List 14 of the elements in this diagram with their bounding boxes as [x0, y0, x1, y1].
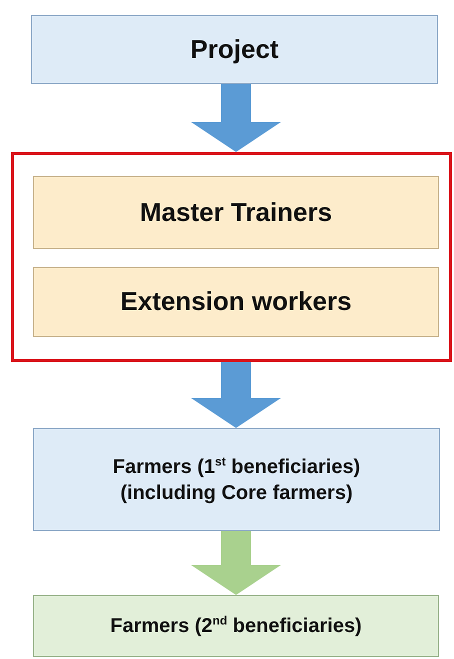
process-box: [33, 267, 439, 337]
node-label: Farmers (2$^{nd}$ beneficiaries): [110, 613, 362, 639]
node-label: Master Trainers: [140, 196, 332, 229]
block-arrow: [191, 531, 281, 595]
process-box: [33, 595, 439, 657]
process-box: [31, 15, 438, 84]
node-label: Farmers (1$^{st}$ beneficiaries) (including Core farmers): [112, 454, 362, 506]
node-label: Extension workers: [120, 285, 352, 318]
process-box: [33, 176, 439, 249]
node-label: Project: [190, 32, 279, 66]
block-arrow: [191, 84, 281, 152]
group-frame: [11, 152, 452, 362]
process-box: [33, 428, 440, 531]
block-arrow: [191, 362, 281, 428]
